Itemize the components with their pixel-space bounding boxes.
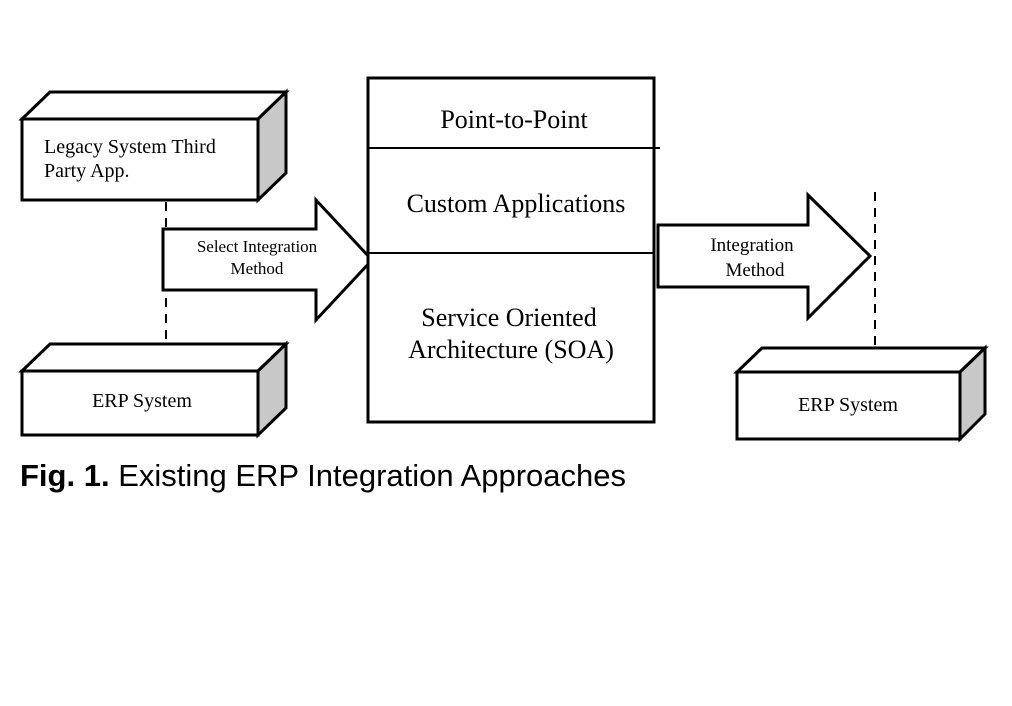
figure-caption-text: Existing ERP Integration Approaches (118, 458, 626, 493)
figure-caption: Fig. 1. Existing ERP Integration Approac… (20, 458, 626, 494)
figure-caption-label: Fig. 1. (20, 458, 110, 493)
integration-method-label-line2: Method (725, 260, 785, 281)
legacy-system-label-line1: Legacy System Third (44, 136, 216, 158)
erp-system-right-box: ERP System (733, 344, 989, 443)
erp-system-left-box: ERP System (18, 340, 290, 439)
integration-method-arrow: Integration Method (656, 191, 873, 322)
point-to-point-label: Point-to-Point (440, 105, 588, 134)
legacy-system-box: Legacy System Third Party App. (18, 88, 290, 204)
erp-system-right-label: ERP System (798, 394, 898, 416)
custom-applications-label: Custom Applications (407, 189, 626, 218)
integration-method-label-line1: Integration (710, 235, 794, 256)
soa-label-line2: Architecture (SOA) (408, 335, 614, 364)
select-integration-label-line2: Method (231, 259, 284, 278)
integration-approaches-box: Point-to-Point Custom Applications Servi… (366, 76, 660, 424)
erp-system-left-label: ERP System (92, 390, 192, 412)
legacy-system-label-line2: Party App. (44, 160, 130, 182)
select-integration-label-line1: Select Integration (197, 237, 318, 256)
soa-label-line1: Service Oriented (421, 303, 596, 332)
select-integration-arrow: Select Integration Method (161, 196, 375, 324)
